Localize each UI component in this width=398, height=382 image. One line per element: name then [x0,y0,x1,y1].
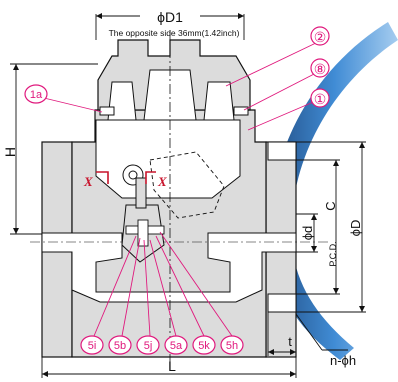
dim-opposite-side-note: The opposite side 36mm(1.42inch) [109,28,240,38]
disc-open-position [149,151,225,219]
svg-text:5j: 5j [144,340,153,352]
dim-d-big-label: ϕD [348,220,363,237]
balloon-leaders [43,41,319,337]
hinge-pin-assembly [125,219,165,247]
dim-h-label: H [2,147,18,157]
svg-text:①: ① [314,91,327,107]
balloon-5i: 5i [80,335,104,355]
svg-text:5a: 5a [170,340,183,352]
balloon-1: ① [310,88,330,108]
dim-l-label: L [168,358,176,374]
section-mark-right: X [145,171,167,189]
balloon-1a: 1a [24,84,48,104]
blue-arc-decoration [270,22,398,360]
svg-text:⑧: ⑧ [314,61,327,77]
balloon-2: ② [310,26,330,46]
dim-c-label: C [323,201,338,210]
svg-text:5i: 5i [88,340,97,352]
balloon-5b: 5b [108,335,132,355]
svg-text:X: X [83,174,93,189]
balloon-5h: 5h [220,335,244,355]
gasket-right [233,106,249,116]
dim-t-label: t [288,334,292,349]
balloon-5k: 5k [192,335,216,355]
gasket-left [99,106,115,116]
balloon-5j: 5j [136,335,160,355]
dim-holes-label: n-ϕh [330,353,356,368]
balloon-8: ⑧ [310,58,330,78]
svg-text:5k: 5k [198,340,210,352]
svg-text:5b: 5b [114,340,126,352]
dimension-arrowheads [13,13,365,377]
bonnet-ribs [107,69,235,121]
right-flange-bolt-top [267,141,297,161]
dim-pcd-label: P.C.D. [328,241,338,266]
svg-text:②: ② [314,29,327,45]
svg-text:X: X [157,174,167,189]
svg-text:5h: 5h [226,340,238,352]
dim-d1-label: ϕD1 [157,9,183,25]
svg-text:1a: 1a [30,89,43,101]
dimension-lines [10,14,366,378]
balloon-5a: 5a [164,335,188,355]
right-flange-bolt-bottom [267,293,297,313]
section-mark-left: X [83,171,109,189]
dim-d-small-label: ϕd [300,226,315,241]
